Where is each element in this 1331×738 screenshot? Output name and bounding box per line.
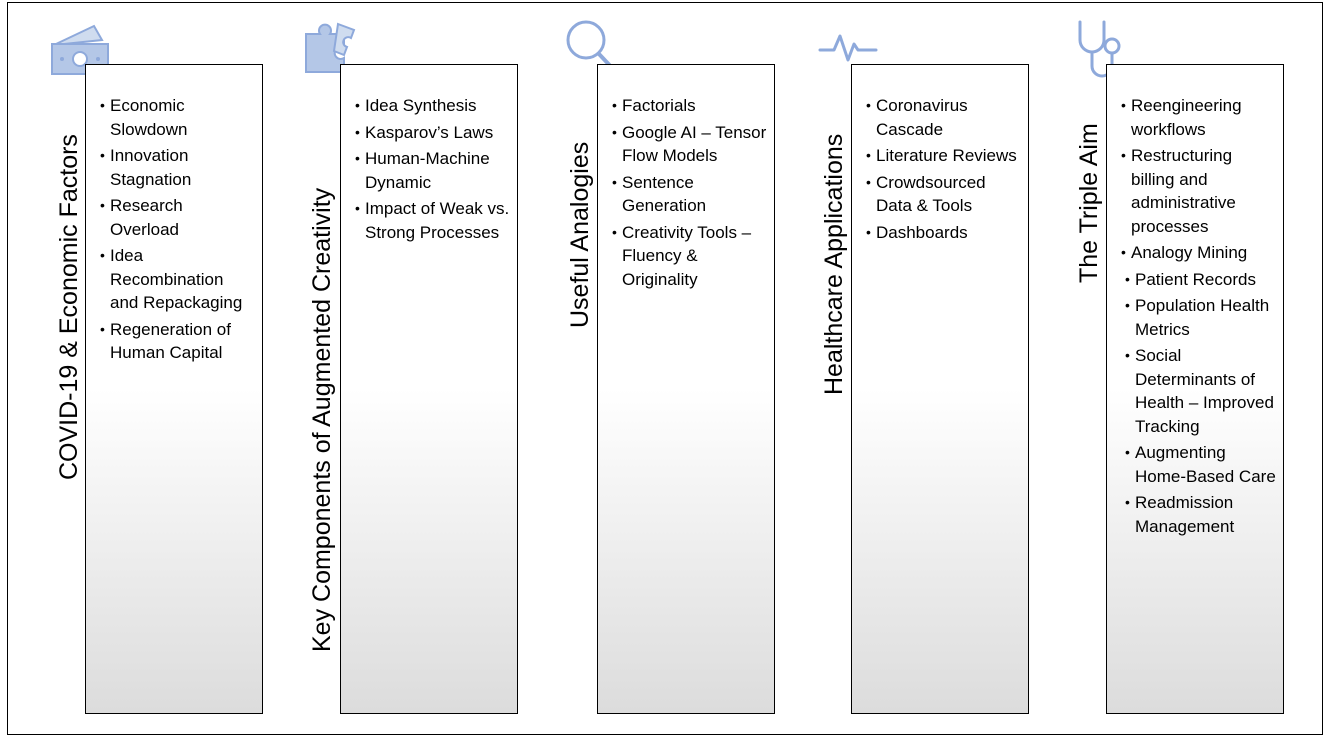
column-title: Healthcare Applications	[820, 133, 848, 395]
list-item: Dashboards	[866, 221, 1022, 245]
list-item: Human-Machine Dynamic	[355, 147, 511, 194]
content-panel: Coronavirus Cascade Literature Reviews C…	[851, 64, 1029, 714]
list-item: Regeneration of Human Capital	[100, 318, 256, 365]
list-item: Google AI – Tensor Flow Models	[612, 121, 768, 168]
bullet-list: Reengineering workflows Restructuring bi…	[1121, 94, 1277, 538]
list-item: Sentence Generation	[612, 171, 768, 218]
list-item: Literature Reviews	[866, 144, 1022, 168]
list-item: Augmenting Home-Based Care	[1125, 441, 1277, 488]
column-title: Useful Analogies	[566, 141, 594, 328]
list-item: Reengineering workflows	[1121, 94, 1277, 141]
list-item: Patient Records	[1125, 268, 1277, 292]
list-item: Impact of Weak vs. Strong Processes	[355, 197, 511, 244]
list-item: Population Health Metrics	[1125, 294, 1277, 341]
list-item: Idea Recombination and Repackaging	[100, 244, 256, 315]
list-item: Kasparov’s Laws	[355, 121, 511, 145]
heartbeat-icon	[818, 30, 880, 64]
column-title: COVID-19 & Economic Factors	[55, 134, 83, 480]
list-item: Creativity Tools – Fluency & Originality	[612, 221, 768, 292]
list-item: Research Overload	[100, 194, 256, 241]
content-panel: Idea Synthesis Kasparov’s Laws Human-Mac…	[340, 64, 518, 714]
list-item: Factorials	[612, 94, 768, 118]
bullet-list: Economic Slowdown Innovation Stagnation …	[100, 94, 256, 365]
list-item: Innovation Stagnation	[100, 144, 256, 191]
bullet-list: Idea Synthesis Kasparov’s Laws Human-Mac…	[355, 94, 511, 244]
list-item: Coronavirus Cascade	[866, 94, 1022, 141]
list-item: Economic Slowdown	[100, 94, 256, 141]
list-item: Social Determinants of Health – Improved…	[1125, 344, 1277, 438]
bullet-list: Factorials Google AI – Tensor Flow Model…	[612, 94, 768, 291]
content-panel: Factorials Google AI – Tensor Flow Model…	[597, 64, 775, 714]
column-title: The Triple Aim	[1075, 123, 1103, 283]
content-panel: Reengineering workflows Restructuring bi…	[1106, 64, 1284, 714]
list-item: Crowdsourced Data & Tools	[866, 171, 1022, 218]
list-item: Idea Synthesis	[355, 94, 511, 118]
list-item: Analogy Mining	[1121, 241, 1277, 265]
puzzle-icon	[302, 20, 364, 80]
column-title: Key Components of Augmented Creativity	[308, 187, 336, 652]
bullet-list: Coronavirus Cascade Literature Reviews C…	[866, 94, 1022, 244]
content-panel: Economic Slowdown Innovation Stagnation …	[85, 64, 263, 714]
diagram-frame	[7, 2, 1323, 735]
list-item: Readmission Management	[1125, 491, 1277, 538]
list-item: Restructuring billing and administrative…	[1121, 144, 1277, 238]
